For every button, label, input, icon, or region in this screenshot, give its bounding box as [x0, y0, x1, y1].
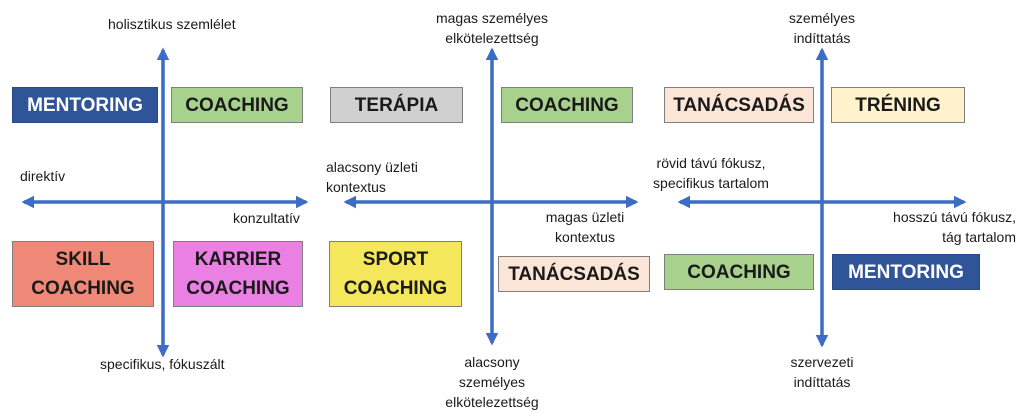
diagram2-top-label: magas személyes elkötelezettség [435, 10, 549, 46]
diagram2-sport-coaching-box: SPORT COACHING [329, 241, 462, 307]
diagram1-right-label: konzultatív [233, 210, 300, 226]
diagram3-trening-box: TRÉNING [831, 87, 965, 123]
diagram3-coaching-box: COACHING [664, 254, 814, 290]
diagram3-left-label: rövid távú fókusz, specifikus tartalom [653, 155, 769, 191]
diagram1-mentoring-box: MENTORING [12, 87, 158, 123]
diagram2-coaching-box: COACHING [501, 87, 633, 123]
diagram2-terapia-box: TERÁPIA [330, 87, 463, 123]
diagram3-right-label: hosszú távú fókusz, tág tartalom [893, 209, 1016, 245]
diagram2-right-label: magas üzleti kontextus [545, 209, 625, 245]
diagram1-left-label: direktív [20, 168, 66, 184]
diagram1-coaching-box: COACHING [171, 87, 303, 123]
diagram2-left-label: alacsony üzleti kontextus [326, 159, 418, 195]
diagram1-karrier-coaching-box: KARRIER COACHING [173, 241, 303, 307]
diagram2-bottom-label: alacsony személyes elkötelezettség [445, 354, 539, 410]
diagram3-tanacsadas-box: TANÁCSADÁS [664, 87, 814, 123]
diagram3-bottom-label: szervezeti indíttatás [790, 354, 854, 390]
diagram3-top-label: személyes indíttatás [788, 10, 856, 46]
diagram1-skill-coaching-box: SKILL COACHING [12, 241, 154, 307]
diagram3-mentoring-box: MENTORING [832, 254, 980, 290]
diagram1-bottom-label: specifikus, fókuszált [100, 356, 225, 372]
diagram2-tanacsadas-box: TANÁCSADÁS [498, 256, 650, 292]
diagram1-top-label: holisztikus szemlélet [108, 16, 236, 32]
